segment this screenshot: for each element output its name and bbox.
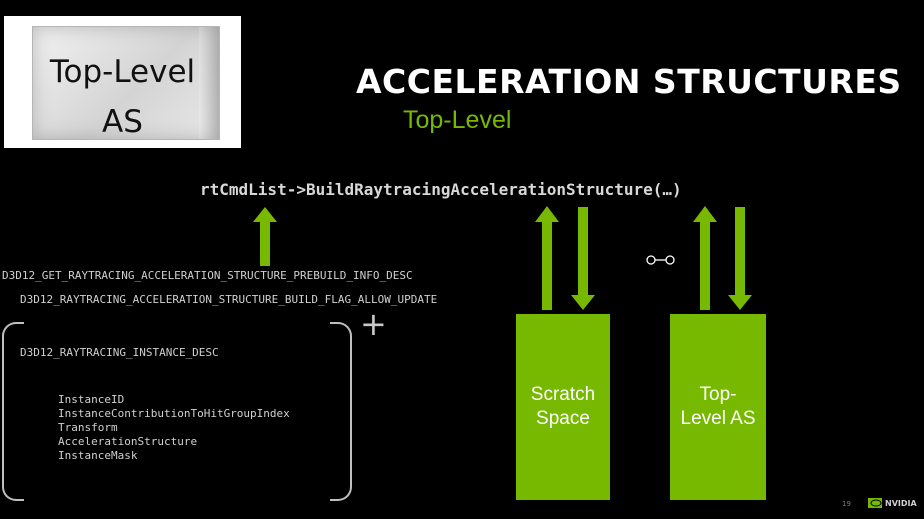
page-subtitle: Top-Level <box>403 106 512 134</box>
field-acceleration-structure: AccelerationStructure <box>58 435 198 448</box>
top-level-as-thumbnail: Top-Level AS <box>4 16 241 148</box>
field-hit-group-index: InstanceContributionToHitGroupIndex <box>58 407 290 420</box>
thumbnail-line2: AS <box>102 104 143 140</box>
nvidia-logo-icon <box>868 498 882 508</box>
instance-fields: InstanceID InstanceContributionToHitGrou… <box>58 393 290 463</box>
plus-symbol: + <box>360 305 387 343</box>
up-arrow-icon <box>693 206 717 310</box>
field-instance-mask: InstanceMask <box>58 449 138 462</box>
field-transform: Transform <box>58 421 118 434</box>
scratch-box-line1: Scratch <box>530 384 596 405</box>
scratch-space-box: Scratch Space <box>516 314 610 500</box>
thumbnail-line1: Top-Level <box>49 54 196 90</box>
up-arrow-icon <box>535 206 559 310</box>
tlas-box-line2: Level AS <box>680 408 756 429</box>
down-arrow-icon <box>728 207 752 310</box>
scratch-box-line2: Space <box>536 408 590 429</box>
nvidia-logo-text: NVIDIA <box>885 498 917 508</box>
page-number: 19 <box>842 500 851 508</box>
up-arrow-icon <box>253 207 277 266</box>
left-bracket <box>2 322 24 501</box>
build-flag-allow-update: D3D12_RAYTRACING_ACCELERATION_STRUCTURE_… <box>20 293 438 306</box>
prebuild-info-desc: D3D12_GET_RAYTRACING_ACCELERATION_STRUCT… <box>2 269 413 282</box>
build-call-code: rtCmdList->BuildRaytracingAccelerationSt… <box>200 180 682 199</box>
right-bracket <box>330 322 352 501</box>
nvidia-logo: NVIDIA <box>868 496 917 510</box>
instance-desc: D3D12_RAYTRACING_INSTANCE_DESC <box>20 346 219 359</box>
glass-block <box>32 26 220 140</box>
down-arrow-icon <box>571 207 595 310</box>
link-icon <box>646 255 675 265</box>
page-title: ACCELERATION STRUCTURES <box>356 62 902 101</box>
field-instance-id: InstanceID <box>58 393 125 406</box>
top-level-as-box: Top- Level AS <box>670 314 766 500</box>
tlas-box-line1: Top- <box>699 384 737 405</box>
